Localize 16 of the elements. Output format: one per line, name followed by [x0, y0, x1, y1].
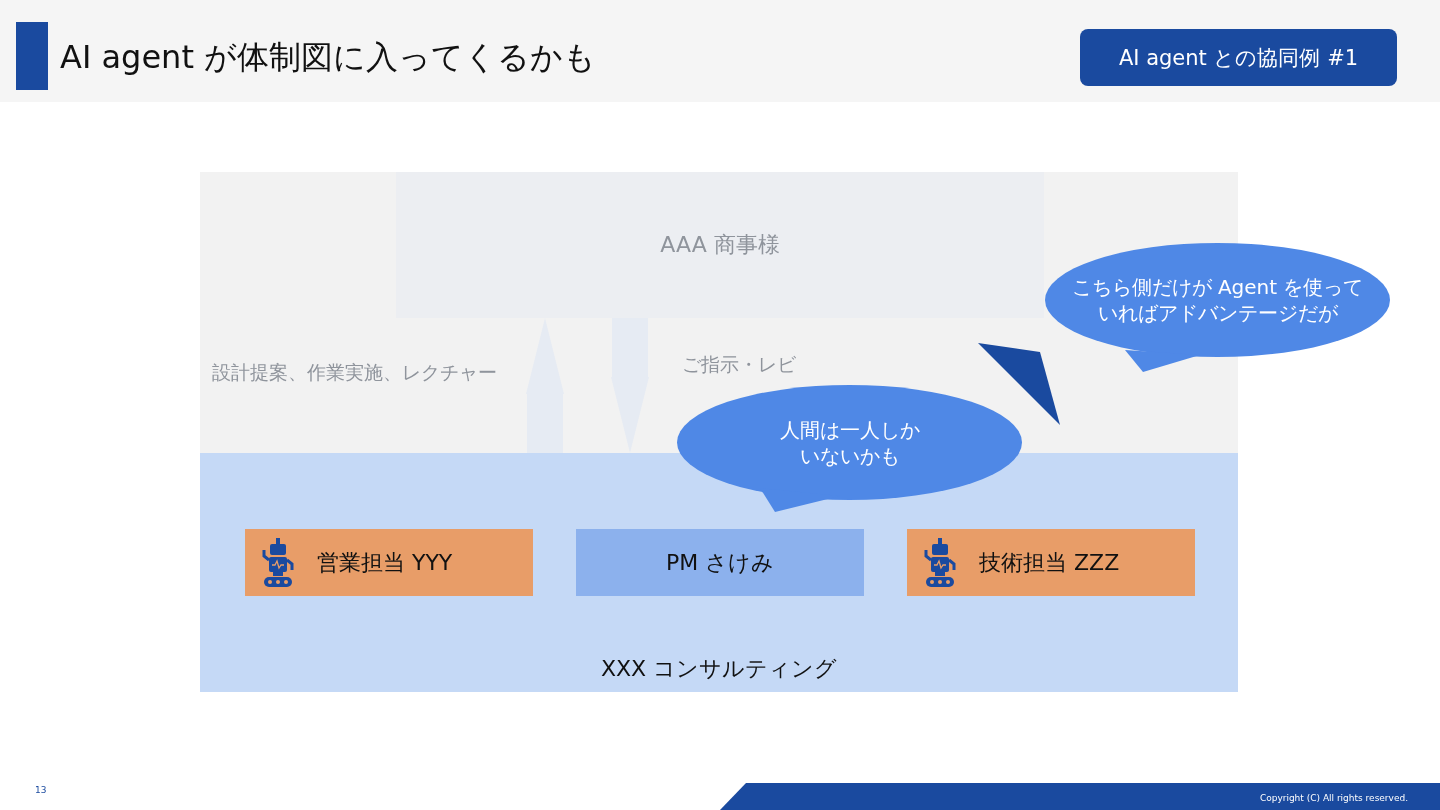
- role-box: [907, 529, 1195, 596]
- client-box: AAA 商事様: [396, 172, 1044, 318]
- block-arrow: [526, 318, 564, 453]
- slide-title: AI agent が体制図に入ってくるかも: [60, 37, 597, 78]
- role-label: 営業担当 YYY: [317, 548, 453, 577]
- role-box: [245, 529, 533, 596]
- edge-label: 設計提案、作業実施、レクチャー: [212, 360, 497, 385]
- role-label: 技術担当 ZZZ: [979, 548, 1120, 577]
- role-box: [576, 529, 864, 596]
- band-label: XXX コンサルティング: [599, 655, 839, 683]
- role-label: PM さけみ: [665, 548, 775, 577]
- title-badge: AI agent との協同例 #1: [1080, 29, 1397, 86]
- page-number: 13: [35, 785, 47, 795]
- block-arrow: [611, 318, 649, 453]
- copyright-text: Copyright (C) All rights reserved.: [1259, 793, 1408, 803]
- edge-label: ご指示・レビ: [682, 352, 796, 377]
